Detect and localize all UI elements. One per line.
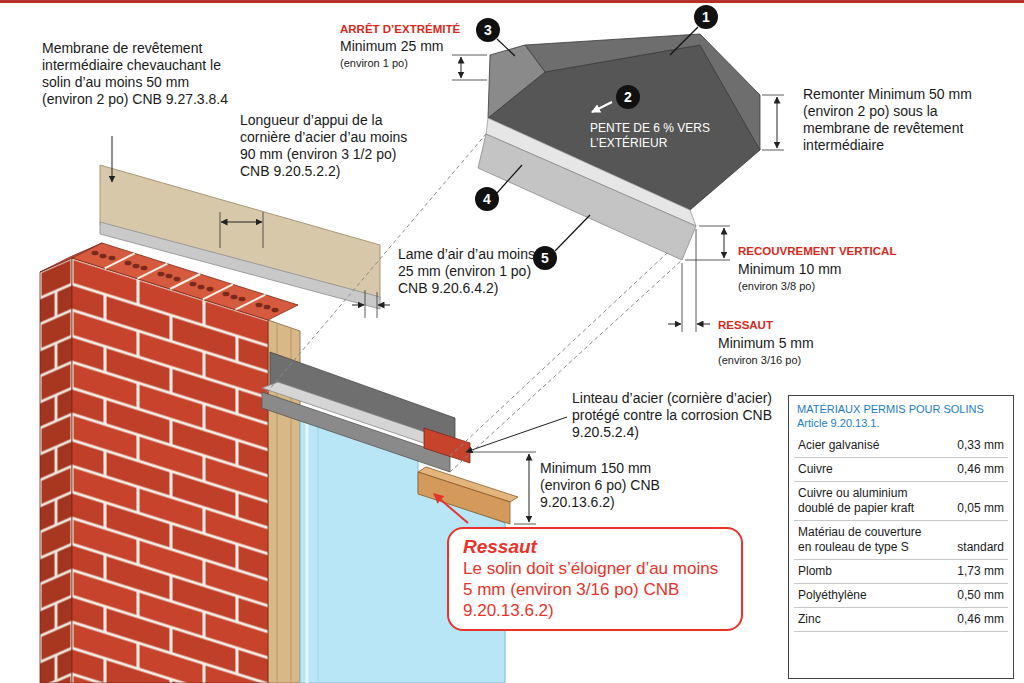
annotation: Membrane de revêtement intermédiaire che… (42, 40, 232, 108)
dimension-title: RECOUVREMENT VERTICAL (738, 244, 896, 258)
annotation: Linteau d’acier (cornière d’acier) proté… (572, 390, 784, 441)
dimension-value: Minimum 25 mm (340, 38, 443, 55)
callout-digit: 4 (483, 192, 491, 206)
table-cell: Matériau de couverture en rouleau de typ… (798, 525, 926, 555)
table-rule (794, 481, 1008, 482)
dimension-imperial: (environ 1 po) (340, 57, 408, 70)
callout-digit: 1 (702, 10, 710, 24)
callout-digit: 5 (541, 251, 549, 265)
callout-number: 3 (476, 18, 500, 42)
table-rule (794, 631, 1008, 632)
box-text: Le solin doit s’éloigner d’au moins 5 mm… (463, 558, 727, 621)
callout-number: 4 (475, 187, 499, 211)
table-cell: 1,73 mm (957, 564, 1004, 579)
dimension-value: Minimum 10 mm (738, 261, 841, 278)
dimension-imperial: (environ 3/8 po) (738, 280, 815, 293)
table-rule (794, 520, 1008, 521)
dimension-note: Minimum 150 mm (environ 6 po) CNB 9.20.1… (540, 460, 665, 511)
table-cell: 0,33 mm (957, 438, 1004, 453)
box-heading: Ressaut (463, 535, 727, 558)
table-cell: Acier galvanisé (798, 438, 926, 453)
dimension-note: Lame d’air d’au moins 25 mm (environ 1 p… (398, 246, 540, 297)
box-text: Article 9.20.13.1. (797, 416, 1005, 430)
dimension-title: ARRÊT D’EXTRÉMITÉ (340, 22, 460, 36)
table-cell: Cuivre (798, 462, 926, 477)
dimension-note: Remonter Minimum 50 mm (environ 2 po) so… (803, 86, 988, 154)
table-cell: 0,46 mm (957, 462, 1004, 477)
table-rule (794, 583, 1008, 584)
table-cell: standard (957, 540, 1004, 555)
table-cell: Zinc (798, 612, 926, 627)
table-cell: Cuivre ou aluminium doublé de papier kra… (798, 486, 926, 516)
table-rule (794, 559, 1008, 560)
table-rule (794, 457, 1008, 458)
table-cell: 0,46 mm (957, 612, 1004, 627)
callout-digit: 2 (624, 90, 632, 104)
note-box: RessautLe solin doit s’éloigner d’au moi… (447, 527, 743, 631)
dimension-imperial: (environ 3/16 po) (718, 354, 801, 367)
box-heading: MATÉRIAUX PERMIS POUR SOLINS (797, 402, 1005, 416)
callout-number: 5 (533, 246, 557, 270)
dimension-note: Longueur d’appui de la cornière d’acier … (240, 112, 410, 180)
dimension-value: Minimum 5 mm (718, 335, 814, 352)
callout-number: 1 (694, 5, 718, 29)
table-cell: Plomb (798, 564, 926, 579)
slope-note: PENTE DE 6 % VERS L’EXTÉRIEUR (590, 121, 722, 151)
callout-number: 2 (616, 85, 640, 109)
callout-digit: 3 (484, 23, 492, 37)
table-rule (794, 607, 1008, 608)
dimension-title: RESSAUT (718, 318, 773, 332)
table-cell: 0,50 mm (957, 588, 1004, 603)
table-cell: 0,05 mm (957, 501, 1004, 516)
table-cell: Polyéthylène (798, 588, 926, 603)
